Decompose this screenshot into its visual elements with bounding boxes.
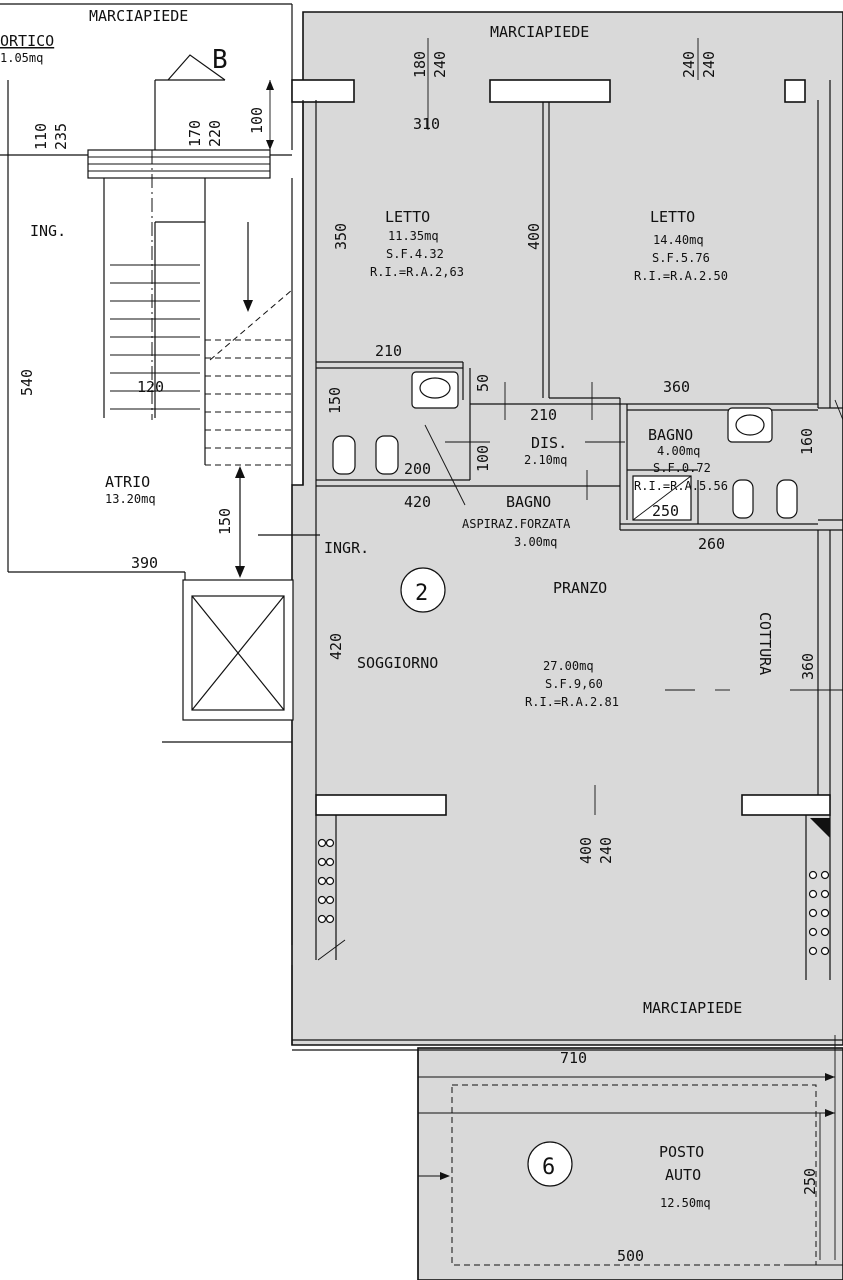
bedroom1-area: 11.35mq [388, 229, 439, 243]
atrio-label: ATRIO [105, 473, 150, 491]
dim-360-b: 360 [799, 653, 817, 680]
dim-420-a: 420 [404, 493, 431, 511]
dim-170: 170 [186, 120, 204, 147]
dim-240-b: 240 [680, 51, 698, 78]
living-sf: S.F.9,60 [545, 677, 603, 691]
living-area: 27.00mq [543, 659, 594, 673]
labels: MARCIAPIEDE MARCIAPIEDE MARCIAPIEDE ORTI… [0, 7, 774, 1210]
dim-310: 310 [413, 115, 440, 133]
ing-label: ING. [30, 222, 66, 240]
sidewalk-label-top-left: MARCIAPIEDE [89, 7, 188, 25]
dim-120: 120 [137, 378, 164, 396]
dim-240-a: 240 [431, 51, 449, 78]
dim-400-a: 400 [525, 223, 543, 250]
living-ri: R.I.=R.A.2.81 [525, 695, 619, 709]
dim-240-c: 240 [700, 51, 718, 78]
parking-name-1: POSTO [659, 1143, 704, 1161]
dim-100-b: 100 [474, 445, 492, 472]
bath1-note: ASPIRAZ.FORZATA [462, 517, 571, 531]
dim-240-d: 240 [597, 837, 615, 864]
dis-area: 2.10mq [524, 453, 567, 467]
dim-210-a: 210 [375, 342, 402, 360]
portico-area: 1.05mq [0, 51, 43, 65]
bath2-ri: R.I.=R.A.5.56 [634, 479, 728, 493]
pranzo-label: PRANZO [553, 579, 607, 597]
bedroom1-ri: R.I.=R.A.2,63 [370, 265, 464, 279]
dim-260: 260 [698, 535, 725, 553]
walls [291, 79, 843, 1280]
dim-400-b: 400 [577, 837, 595, 864]
stair-steps [110, 264, 293, 466]
stair-area: B [0, 3, 320, 1045]
bath2-area: 4.00mq [657, 444, 700, 458]
bedroom2-ri: R.I.=R.A.2.50 [634, 269, 728, 283]
dim-150-b: 150 [216, 508, 234, 535]
dim-180: 180 [411, 51, 429, 78]
room-number-6: 6 [542, 1155, 555, 1180]
dimension-lines [266, 38, 843, 1266]
sidewalk-label-top: MARCIAPIEDE [490, 23, 589, 41]
dim-150-a: 150 [326, 387, 344, 414]
parking-area: 12.50mq [660, 1196, 711, 1210]
bath-fixtures [332, 371, 798, 521]
ingr-label: INGR. [324, 539, 369, 557]
dim-540: 540 [18, 369, 36, 396]
dim-220: 220 [206, 120, 224, 147]
dim-500: 500 [617, 1247, 644, 1265]
apartment-fill [291, 11, 843, 1280]
portico-label: ORTICO [0, 32, 54, 50]
room-number-2: 2 [415, 581, 428, 606]
dim-235: 235 [52, 123, 70, 150]
room-number-circle-6 [527, 1141, 573, 1187]
bedroom2-area: 14.40mq [653, 233, 704, 247]
cottura-label: COTTURA [756, 612, 774, 675]
dim-350: 350 [332, 223, 350, 250]
bedroom2-name: LETTO [650, 208, 695, 226]
bath2-sf: S.F.0.72 [653, 461, 711, 475]
dim-390: 390 [131, 554, 158, 572]
bath2-name: BAGNO [648, 426, 693, 444]
dim-420-b: 420 [327, 633, 345, 660]
dimension-values: 180 240 240 240 310 110 235 170 220 100 … [18, 51, 819, 1265]
atrio-area: 13.20mq [105, 492, 156, 506]
soggiorno-label: SOGGIORNO [357, 654, 438, 672]
room-number-circle-2 [400, 567, 446, 613]
bedroom1-name: LETTO [385, 208, 430, 226]
section-mark: B [212, 45, 228, 75]
dis-name: DIS. [531, 434, 567, 452]
dim-710: 710 [560, 1049, 587, 1067]
dim-200: 200 [404, 460, 431, 478]
bath1-area: 3.00mq [514, 535, 557, 549]
bedroom2-sf: S.F.5.76 [652, 251, 710, 265]
dim-250-a: 250 [652, 502, 679, 520]
planters [317, 838, 830, 956]
bath1-name: BAGNO [506, 493, 551, 511]
dim-360-a: 360 [663, 378, 690, 396]
dim-250-b: 250 [801, 1168, 819, 1195]
bedroom1-sf: S.F.4.32 [386, 247, 444, 261]
dim-100-a: 100 [248, 107, 266, 134]
dim-160: 160 [798, 428, 816, 455]
dim-210-b: 210 [530, 406, 557, 424]
parking-name-2: AUTO [665, 1166, 701, 1184]
dim-50: 50 [474, 374, 492, 392]
sidewalk-label-bottom: MARCIAPIEDE [643, 999, 742, 1017]
dim-110: 110 [32, 123, 50, 150]
